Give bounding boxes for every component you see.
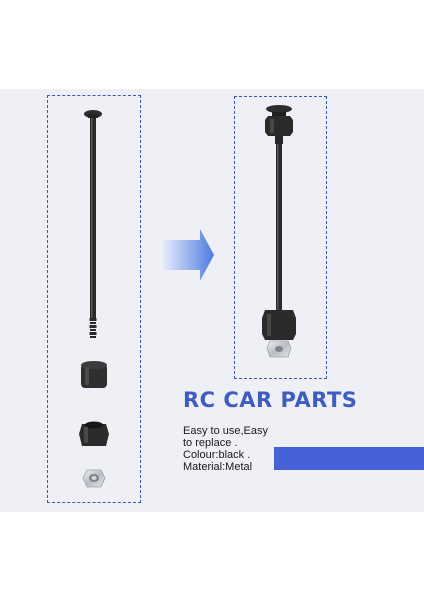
long-bolt [84, 110, 102, 338]
assembled-axle [262, 105, 296, 358]
product-description-line: to replace . [183, 437, 238, 449]
flanged-bushing [81, 361, 107, 388]
flanged-nut [79, 421, 109, 446]
parts-assembled-frame [234, 96, 327, 379]
product-background-panel [0, 89, 424, 512]
product-material: Material:Metal [183, 461, 253, 473]
accent-bar [274, 447, 424, 470]
silver-lock-nut [82, 469, 106, 488]
arrow-right-icon [163, 229, 214, 281]
product-colour: Colour:black . [183, 449, 251, 461]
product-title: RC CAR PARTS [183, 388, 358, 412]
product-description-line: Easy to use,Easy [183, 425, 268, 437]
parts-separate-frame [47, 95, 141, 503]
